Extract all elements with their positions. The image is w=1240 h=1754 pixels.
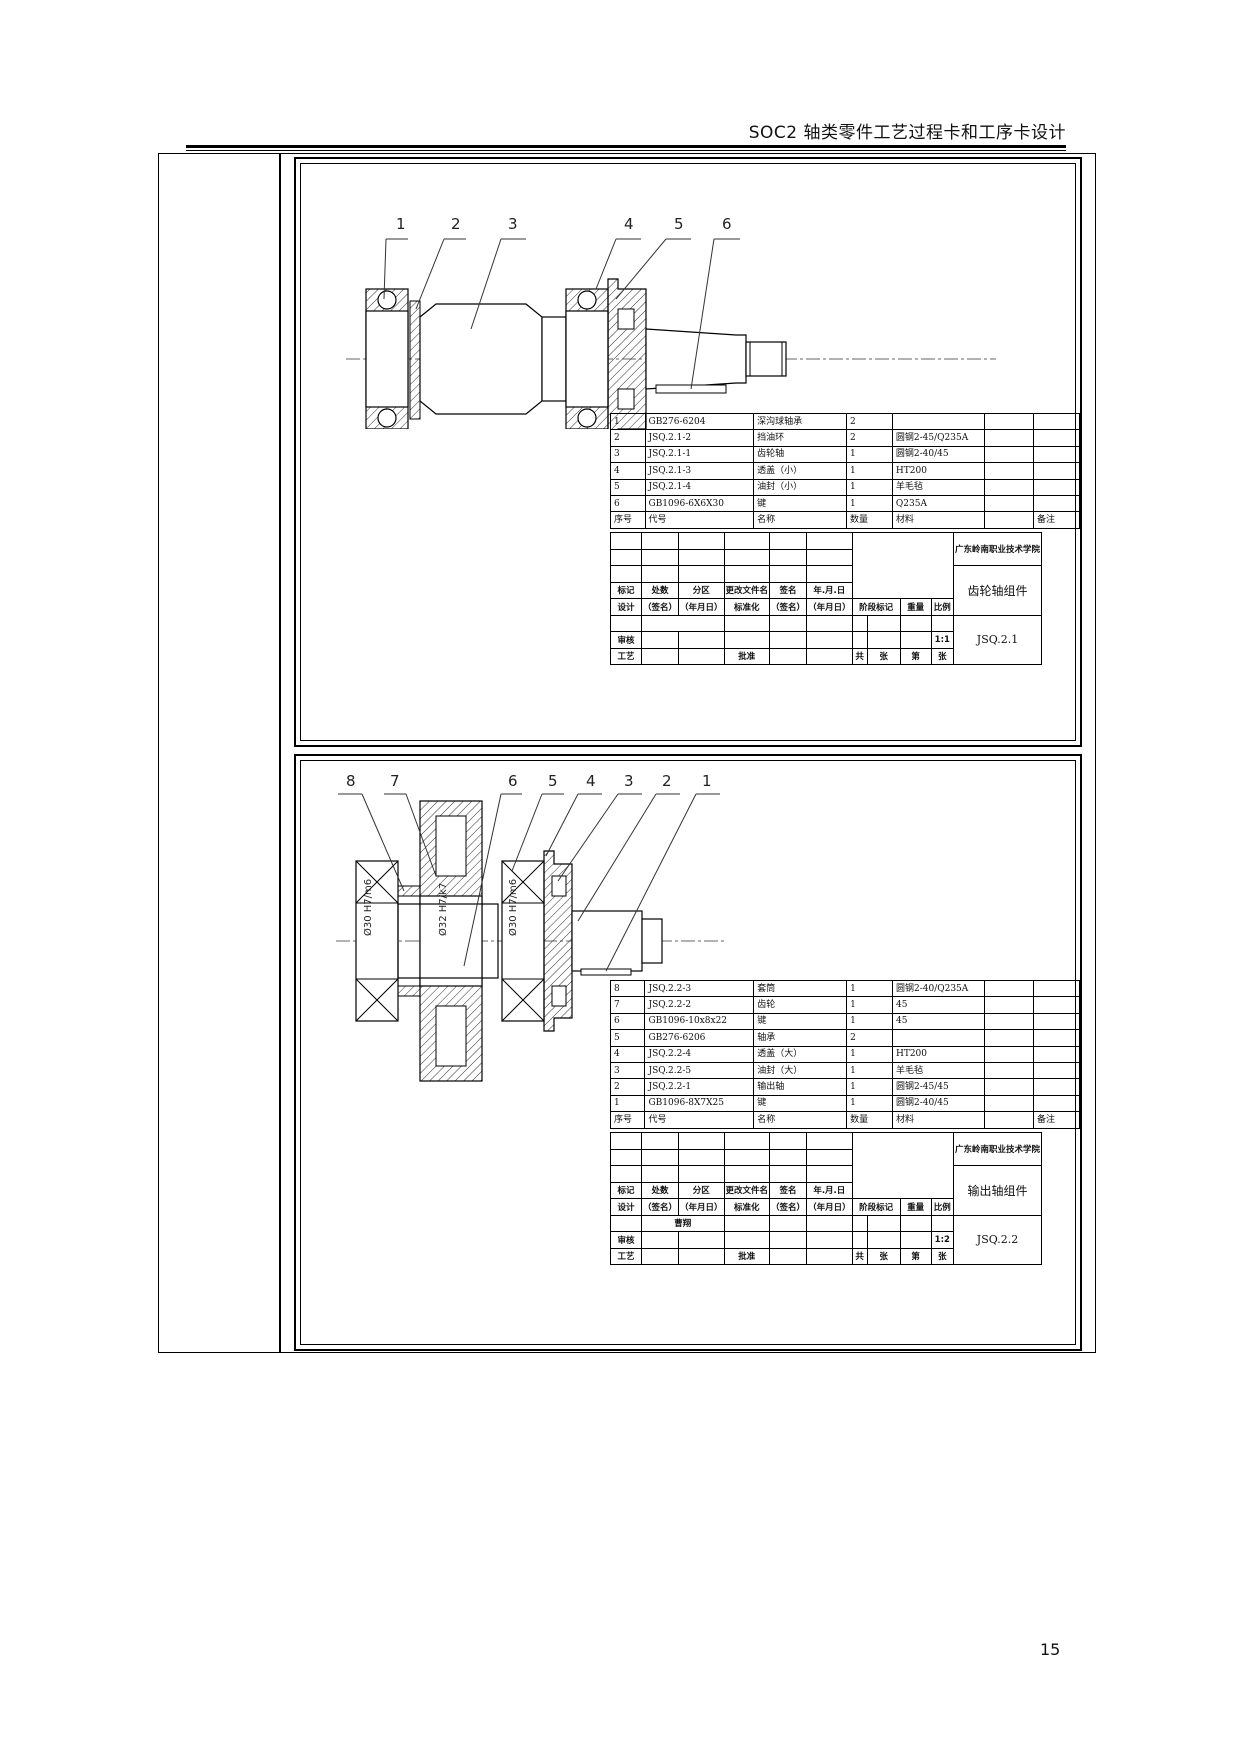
page-number: 15 — [1040, 1640, 1061, 1659]
callout-7: 7 — [390, 772, 400, 790]
drawing-output-shaft-assembly: Ø30 H7/m6 Ø32 H7/k7 Ø30 H7/m6 8 7 6 5 4 … — [294, 754, 1082, 1351]
output-shaft-sketch: Ø30 H7/m6 Ø32 H7/k7 Ø30 H7/m6 8 7 6 5 4 … — [336, 772, 726, 1082]
header-rule-thin — [186, 150, 1066, 151]
left-bearing — [355, 860, 399, 1022]
callout-1: 1 — [702, 772, 712, 790]
callout-3: 3 — [508, 215, 518, 233]
callout-5: 5 — [548, 772, 558, 790]
designer-name: 曹翔 — [641, 1214, 725, 1232]
page-header: SOC2 轴类零件工艺过程卡和工序卡设计 — [748, 123, 1066, 143]
callout-3: 3 — [624, 772, 634, 790]
callout-6: 6 — [722, 215, 732, 233]
callout-4: 4 — [624, 215, 634, 233]
callout-2: 2 — [451, 215, 461, 233]
callout-8: 8 — [346, 772, 356, 790]
parts-list-header: 序号代号名称数量材料备注 — [609, 1111, 1080, 1129]
callout-4: 4 — [586, 772, 596, 790]
dimension-right: Ø30 H7/m6 — [507, 879, 519, 936]
title-block: 广东岭南职业技术学院 输出轴组件 标记处数分区更改文件名签名年.月.日 设计（签… — [610, 1132, 1043, 1265]
table-column-divider — [279, 154, 281, 1352]
title-block: 广东岭南职业技术学院 齿轮轴组件 标记处数分区更改文件名签名年.月.日 设计（签… — [610, 532, 1043, 665]
callout-5: 5 — [674, 215, 684, 233]
gear-shaft-sketch: 1 2 3 4 5 6 — [346, 215, 996, 429]
gear-shaft — [419, 303, 543, 415]
callout-6: 6 — [508, 772, 518, 790]
output-shaft — [397, 903, 499, 979]
callout-2: 2 — [662, 772, 672, 790]
callout-1: 1 — [396, 215, 406, 233]
dimension-gear: Ø32 H7/k7 — [437, 883, 449, 936]
parts-list-header: 序号代号名称数量材料备注 — [610, 511, 1080, 529]
dimension-left: Ø30 H7/m6 — [362, 879, 374, 936]
right-bearing — [501, 860, 545, 1022]
header-rule — [186, 145, 1066, 148]
